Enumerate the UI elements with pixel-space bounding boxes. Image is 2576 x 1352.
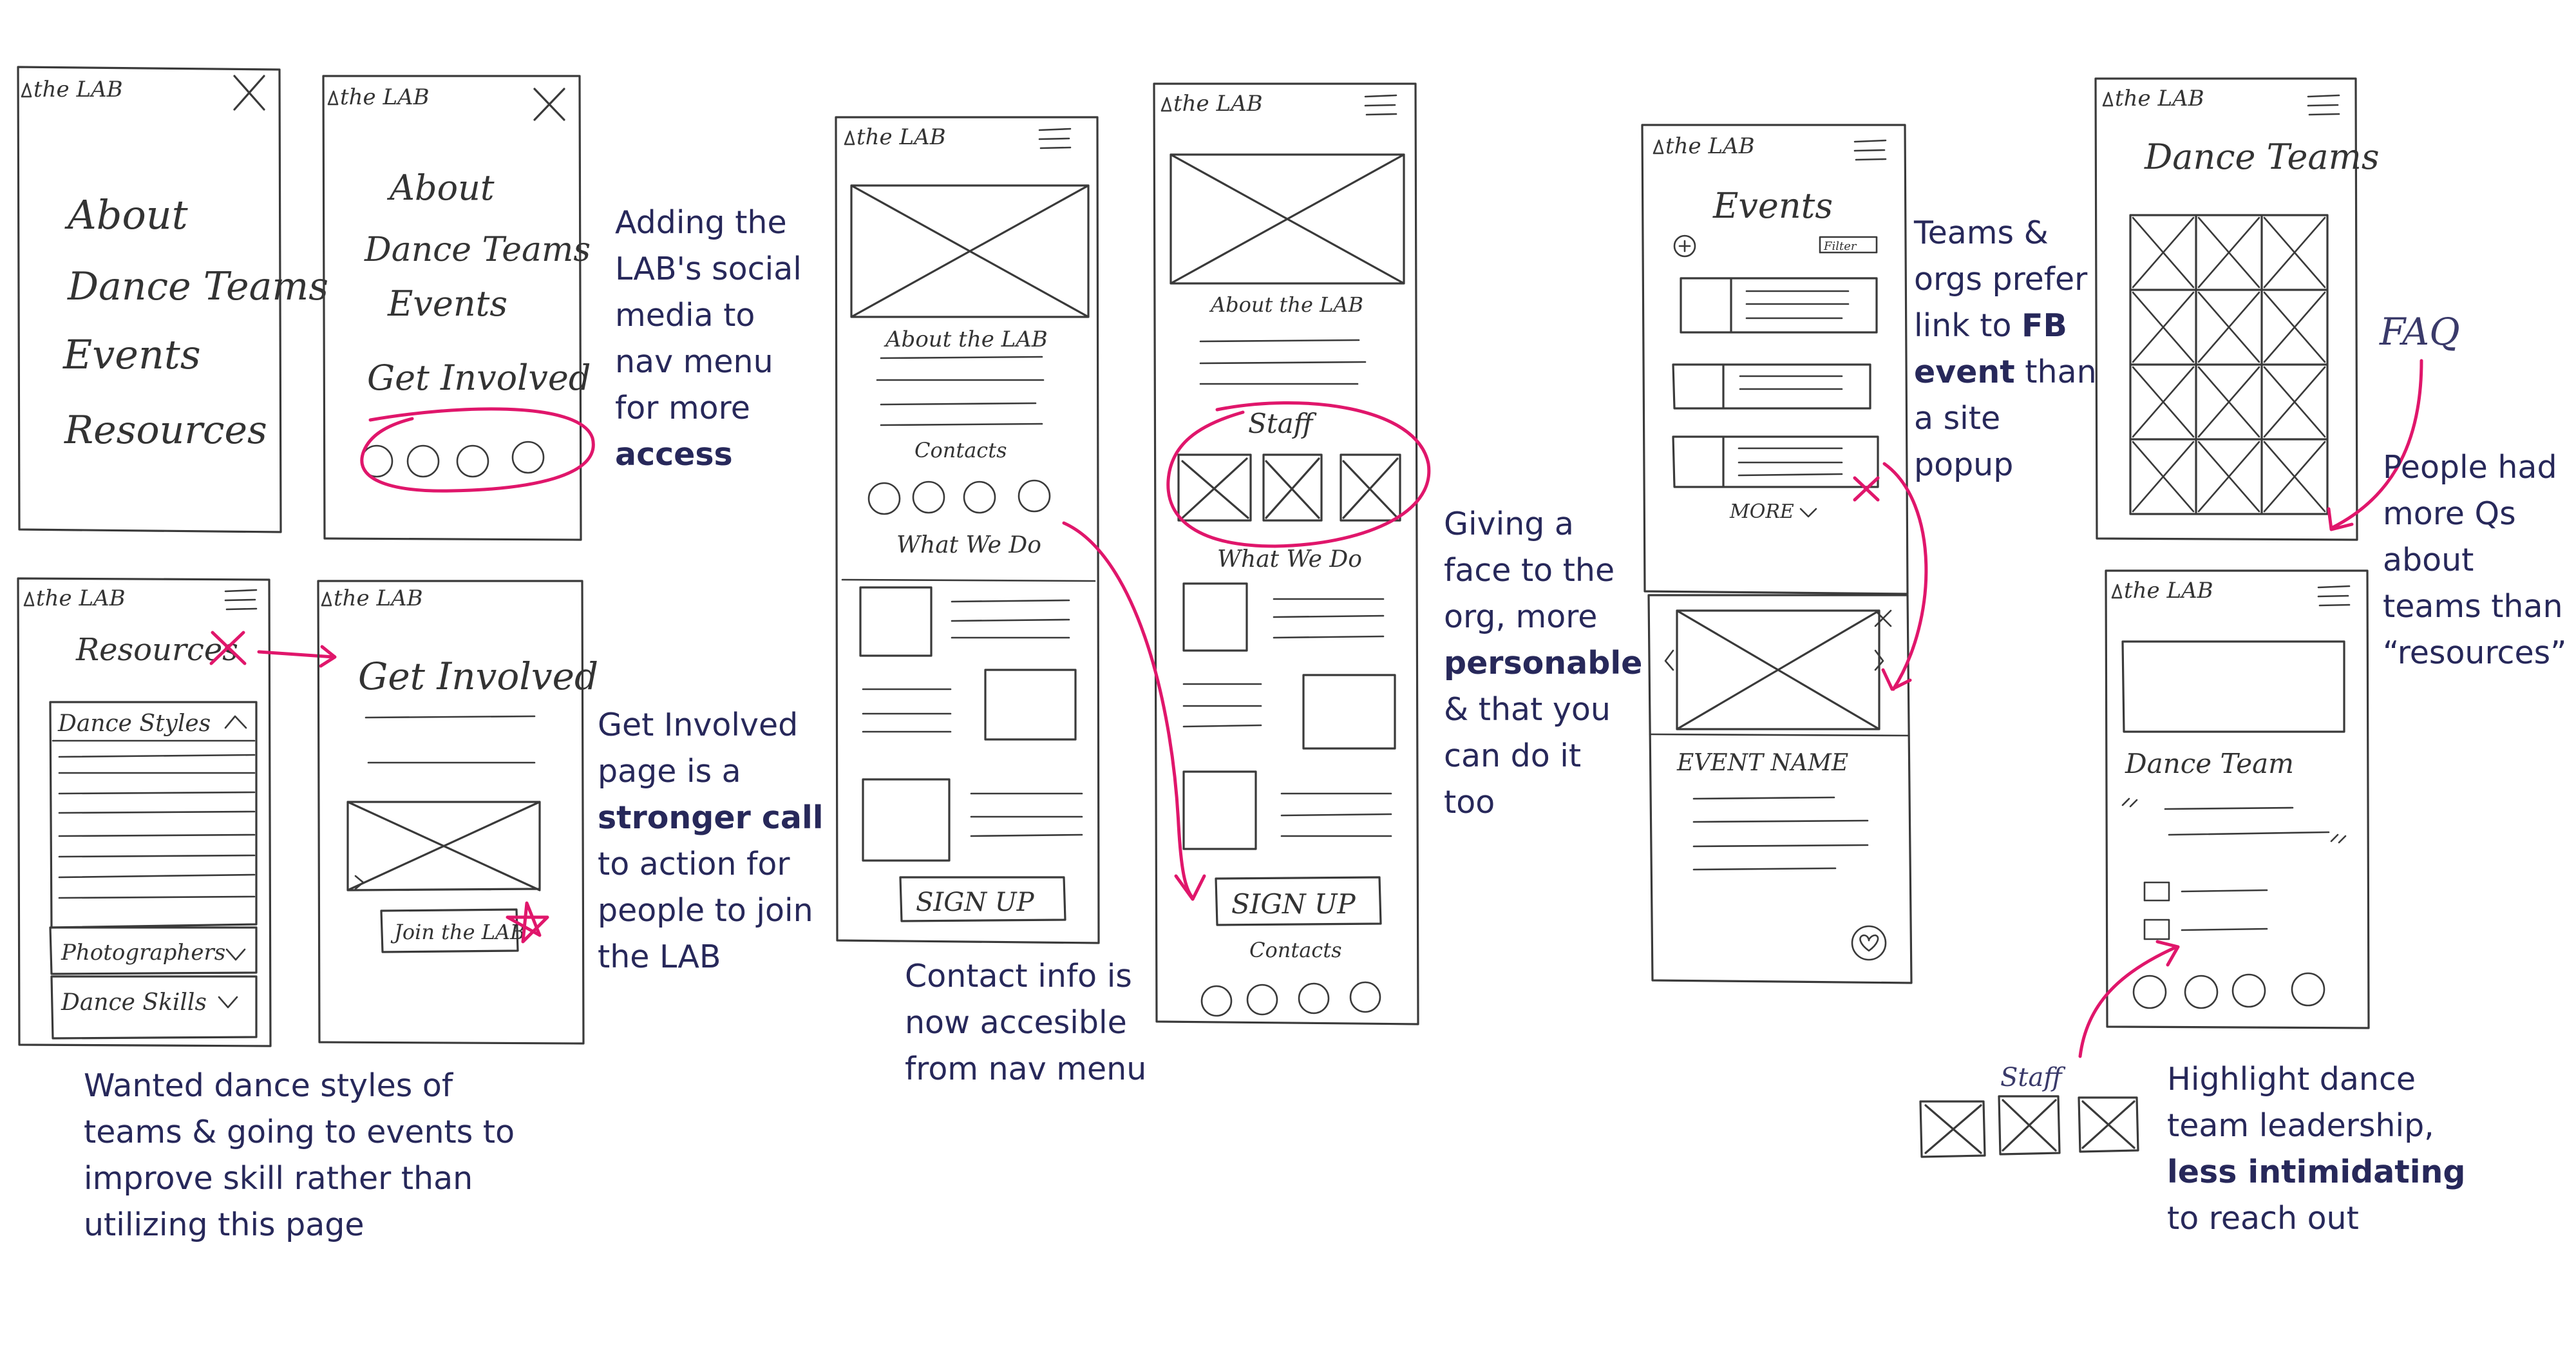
hamburger-icon bbox=[1038, 128, 1072, 149]
logo-text: the LAB bbox=[33, 77, 123, 102]
staff-label: Staff bbox=[2000, 1063, 2066, 1092]
highlight-circle bbox=[1166, 401, 1431, 548]
x-mark bbox=[1853, 476, 1880, 502]
arrow bbox=[257, 645, 337, 668]
x-mark bbox=[209, 631, 247, 665]
star-mark bbox=[506, 901, 549, 944]
dance-teams-title: Dance Teams bbox=[2144, 137, 2380, 177]
sketch-dance-teams: the LAB Dance Teams bbox=[2094, 77, 2380, 541]
sketch-home-a: the LAB About the LAB Contacts What We D… bbox=[835, 116, 1100, 944]
highlight-circle bbox=[360, 407, 595, 493]
sign-up-button: SIGN UP bbox=[1231, 888, 1356, 920]
phone-icon bbox=[1349, 981, 1381, 1013]
arrow bbox=[2078, 940, 2180, 1058]
note-faq-qs: People had more Qs about teams than “res… bbox=[2383, 449, 2567, 671]
contacts-label: Contacts bbox=[1249, 938, 1342, 962]
filter-label: Filter bbox=[1823, 240, 1857, 253]
hamburger-icon bbox=[2317, 585, 2351, 607]
menu-item-resources: Resources bbox=[64, 408, 267, 453]
note-staff-face: Giving a face to the org, more personabl… bbox=[1444, 506, 1643, 821]
facebook-icon bbox=[963, 481, 996, 514]
facebook-icon bbox=[456, 444, 489, 478]
note-social-nav: Adding the LAB's social media to nav men… bbox=[615, 204, 802, 473]
sketch-dance-team-page: the LAB Dance Team bbox=[2105, 569, 2370, 1029]
what-we-do-label: What We Do bbox=[1217, 546, 1362, 573]
section-dance-styles: Dance Styles bbox=[57, 710, 211, 737]
note-fb-event: Teams & orgs prefer link to FB event tha… bbox=[1914, 214, 2097, 483]
facebook-icon bbox=[2184, 975, 2219, 1009]
facebook-icon bbox=[1298, 982, 1330, 1014]
email-icon bbox=[867, 482, 901, 515]
instagram-icon bbox=[1246, 984, 1278, 1016]
phone-icon bbox=[1018, 479, 1051, 513]
logo-text: the LAB bbox=[36, 586, 126, 611]
logo-text: the LAB bbox=[1173, 91, 1263, 117]
hamburger-icon bbox=[224, 589, 258, 611]
sketch-staff-cluster: Staff bbox=[1919, 1063, 2139, 1158]
email-icon bbox=[2132, 975, 2167, 1009]
note-leadership: Highlight dance team leadership, less in… bbox=[2167, 1061, 2466, 1237]
menu-item-events: Events bbox=[62, 331, 201, 378]
sketch-nav-menu-social: the LAB About Dance Teams Events Get Inv… bbox=[322, 75, 595, 541]
note-get-involved: Get Involved page is a stronger call to … bbox=[598, 707, 824, 975]
heart-icon bbox=[1851, 925, 1887, 961]
twitter-icon bbox=[2291, 972, 2325, 1007]
menu-item-about: About bbox=[64, 191, 188, 238]
section-photographers: Photographers bbox=[61, 940, 225, 966]
close-icon bbox=[233, 75, 265, 111]
logo-text: the LAB bbox=[857, 124, 946, 150]
note-dance-styles: Wanted dance styles of teams & going to … bbox=[84, 1067, 515, 1243]
contacts-label: Contacts bbox=[914, 438, 1007, 462]
menu-item-dance-teams: Dance Teams bbox=[67, 264, 328, 309]
event-name-label: EVENT NAME bbox=[1676, 750, 1848, 776]
email-icon bbox=[1200, 985, 1233, 1017]
menu-item-events: Events bbox=[387, 283, 507, 324]
sign-up-button: SIGN UP bbox=[916, 888, 1035, 917]
arrow bbox=[2327, 359, 2423, 531]
instagram-icon bbox=[912, 481, 945, 514]
arrow bbox=[1881, 462, 1928, 691]
events-title: Events bbox=[1712, 186, 1833, 226]
logo-text: the LAB bbox=[1665, 133, 1755, 159]
staff-label: Staff bbox=[1248, 408, 1317, 439]
sketch-resources: the LAB Resources Dance Styles Photograp… bbox=[17, 577, 337, 1047]
about-label: About the LAB bbox=[1209, 292, 1363, 317]
sketch-event-popup: EVENT NAME bbox=[1647, 594, 1913, 984]
instagram-icon bbox=[2231, 973, 2266, 1008]
section-dance-skills: Dance Skills bbox=[61, 989, 207, 1016]
logo-text: the LAB bbox=[340, 84, 430, 110]
instagram-icon bbox=[406, 444, 440, 478]
logo-text: the LAB bbox=[2124, 578, 2213, 604]
join-button: Join the LAB bbox=[390, 920, 526, 944]
sketch-get-involved: the LAB Get Involved Join the LAB bbox=[317, 580, 598, 1045]
logo-text: the LAB bbox=[2115, 86, 2204, 111]
what-we-do-label: What We Do bbox=[896, 532, 1041, 558]
sketch-nav-menu: the LAB About Dance Teams Events Resourc… bbox=[17, 66, 328, 533]
menu-item-dance-teams: Dance Teams bbox=[364, 231, 591, 269]
sketch-home-b: the LAB About the LAB Staff What We Do S… bbox=[1153, 82, 1431, 1025]
hamburger-icon bbox=[1364, 94, 1397, 116]
note-contact-info: Contact info is now accesible from nav m… bbox=[905, 958, 1147, 1087]
menu-item-about: About bbox=[386, 167, 495, 208]
hamburger-icon bbox=[2307, 94, 2340, 116]
phone-icon bbox=[511, 441, 545, 474]
arrow bbox=[1062, 521, 1206, 901]
get-involved-title: Get Involved bbox=[358, 654, 598, 698]
sketch-events: the LAB Events Filter MORE bbox=[1641, 124, 1909, 595]
dance-team-label: Dance Team bbox=[2125, 748, 2294, 779]
about-label: About the LAB bbox=[884, 327, 1048, 352]
faq-label: FAQ bbox=[2379, 310, 2460, 354]
add-icon bbox=[1673, 234, 1696, 258]
menu-item-get-involved: Get Involved bbox=[367, 357, 591, 398]
close-icon bbox=[533, 88, 565, 121]
more-label: MORE bbox=[1729, 500, 1794, 523]
logo-text: the LAB bbox=[334, 586, 423, 611]
hamburger-icon bbox=[1853, 139, 1887, 161]
